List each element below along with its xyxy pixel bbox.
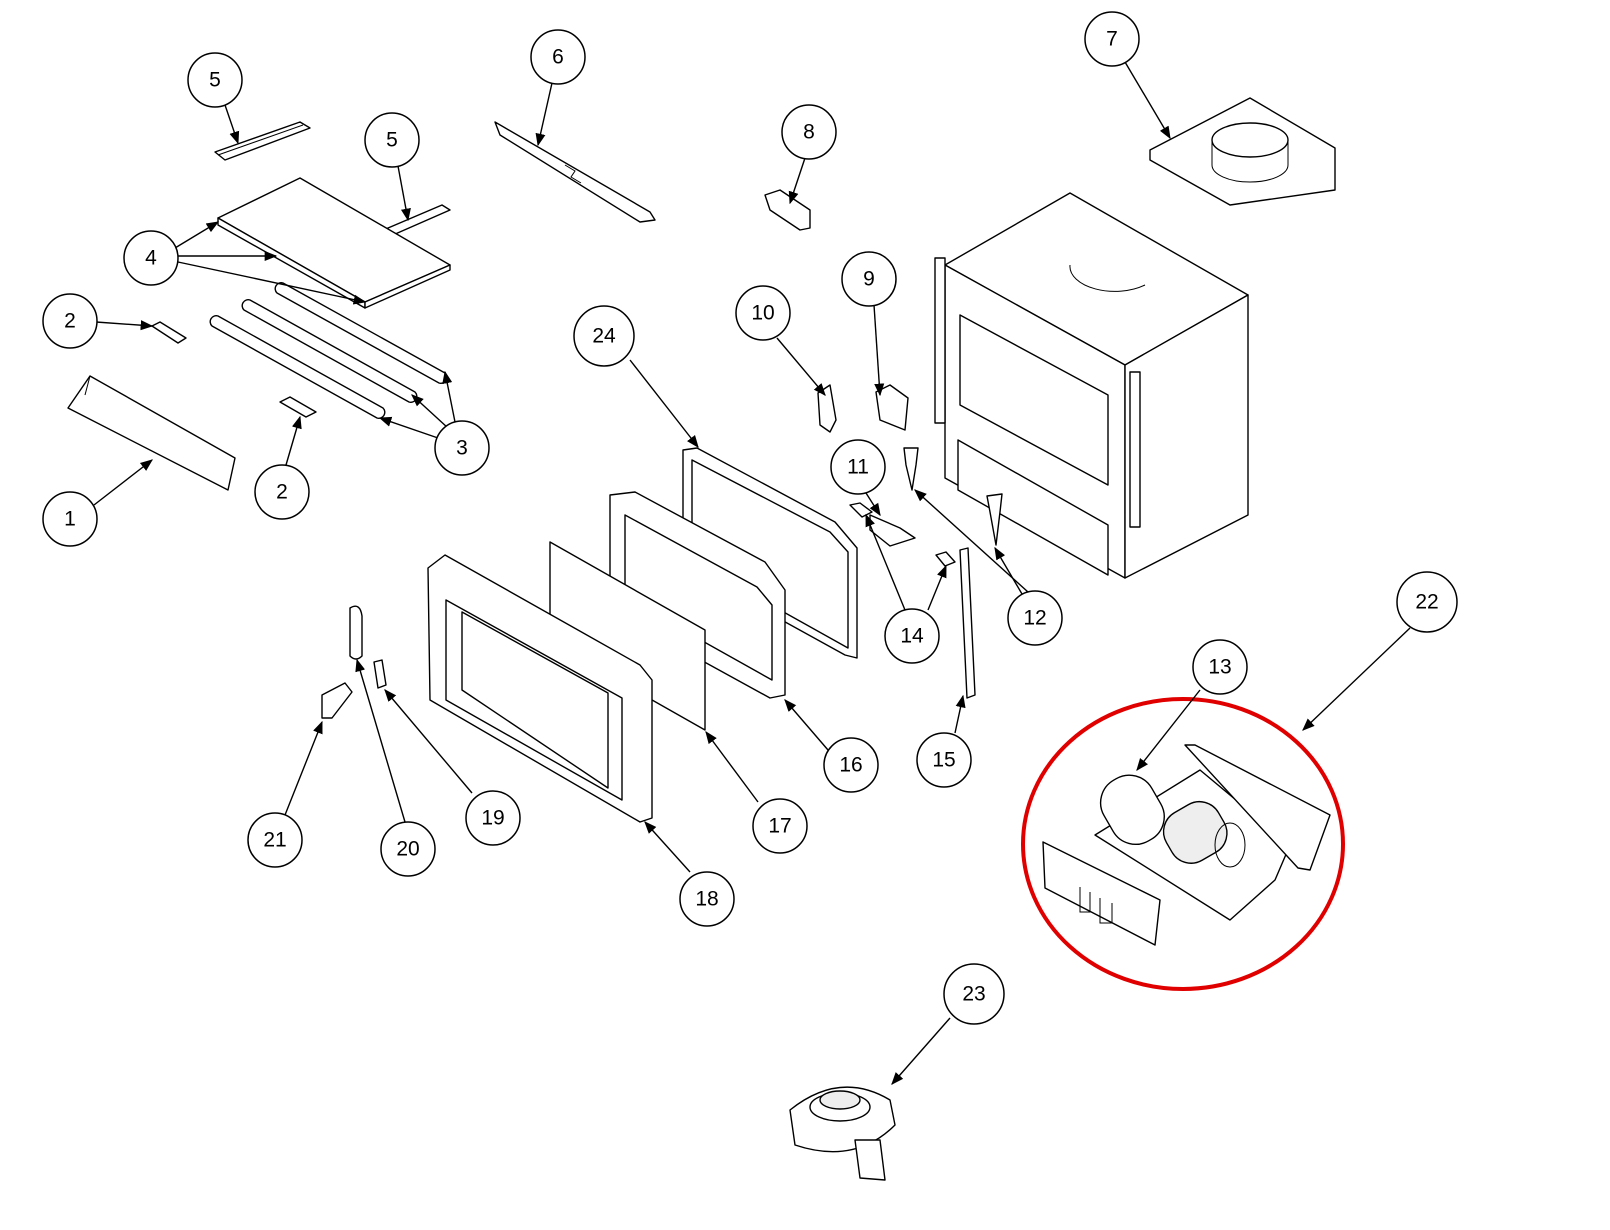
part-17-glass (549, 541, 706, 731)
part-7-flue-collar-plate (1149, 97, 1336, 206)
callout-12: 12 (1007, 590, 1063, 646)
callout-5a: 5 (187, 52, 243, 108)
svg-text:8: 8 (803, 121, 815, 144)
svg-text:17: 17 (768, 815, 791, 838)
part-19-latch (373, 659, 387, 689)
callout-7: 7 (1084, 11, 1140, 67)
highlight-ring (1021, 697, 1345, 991)
svg-text:11: 11 (847, 456, 869, 479)
part-18-door (427, 554, 653, 823)
svg-text:18: 18 (695, 888, 718, 911)
part-4-baffle-board (217, 177, 451, 309)
callout-13: 13 (1192, 639, 1248, 695)
svg-text:5: 5 (386, 129, 398, 152)
callout-4: 4 (123, 230, 179, 286)
svg-text:2: 2 (64, 310, 76, 333)
callout-6: 6 (530, 29, 586, 85)
svg-text:14: 14 (900, 625, 924, 648)
svg-text:5: 5 (209, 69, 221, 92)
part-23-thermodisc (789, 1086, 896, 1181)
callout-5b: 5 (364, 112, 420, 168)
leader-lines (93, 61, 1411, 1085)
svg-text:9: 9 (863, 268, 875, 291)
svg-text:22: 22 (1415, 591, 1438, 614)
callout-15: 15 (916, 732, 972, 788)
part-firebox-body (934, 192, 1249, 579)
svg-text:16: 16 (839, 754, 862, 777)
part-2-clip-b (279, 396, 317, 418)
svg-text:1: 1 (64, 508, 76, 531)
callout-16: 16 (823, 737, 879, 793)
callout-2a: 2 (42, 293, 98, 349)
svg-text:24: 24 (592, 325, 616, 348)
callout-11: 11 (830, 439, 886, 495)
svg-text:15: 15 (932, 749, 955, 772)
part-9-control (875, 384, 909, 431)
part-22-blower-assembly (1042, 744, 1331, 946)
svg-text:2: 2 (276, 481, 288, 504)
callout-21: 21 (247, 812, 303, 868)
callout-8: 8 (781, 104, 837, 160)
callout-10: 10 (735, 285, 791, 341)
part-3-air-tubes (209, 282, 448, 419)
svg-text:10: 10 (751, 302, 774, 325)
callout-3: 3 (434, 420, 490, 476)
svg-text:3: 3 (456, 437, 468, 460)
svg-text:4: 4 (145, 247, 157, 270)
svg-text:6: 6 (552, 46, 564, 69)
callout-20: 20 (380, 821, 436, 877)
callout-9: 9 (841, 251, 897, 307)
svg-text:20: 20 (396, 838, 419, 861)
svg-text:7: 7 (1106, 28, 1118, 51)
callout-22: 22 (1396, 571, 1458, 633)
callout-19: 19 (465, 790, 521, 846)
part-20-handle (349, 605, 363, 660)
part-8-bracket (764, 189, 811, 231)
svg-text:13: 13 (1208, 656, 1231, 679)
part-2-clip-a (151, 321, 187, 344)
callout-1: 1 (42, 491, 98, 547)
part-10-latch (817, 384, 837, 433)
callout-14: 14 (884, 608, 940, 664)
callout-23: 23 (943, 963, 1005, 1025)
svg-text:21: 21 (263, 829, 286, 852)
callout-17: 17 (752, 798, 808, 854)
callout-24: 24 (573, 305, 635, 367)
callout-2b: 2 (254, 464, 310, 520)
part-5-baffle-bracket-a (214, 121, 311, 161)
svg-text:23: 23 (962, 983, 985, 1006)
part-15-rail (959, 547, 976, 699)
svg-text:19: 19 (481, 807, 504, 830)
part-1-ash-lip (67, 375, 236, 491)
part-21-hinge (321, 682, 353, 719)
part-6-top-baffle (494, 121, 656, 223)
part-11-bracket (869, 514, 916, 547)
svg-text:12: 12 (1023, 607, 1046, 630)
part-12-handles (903, 447, 1003, 546)
callout-18: 18 (679, 871, 735, 927)
